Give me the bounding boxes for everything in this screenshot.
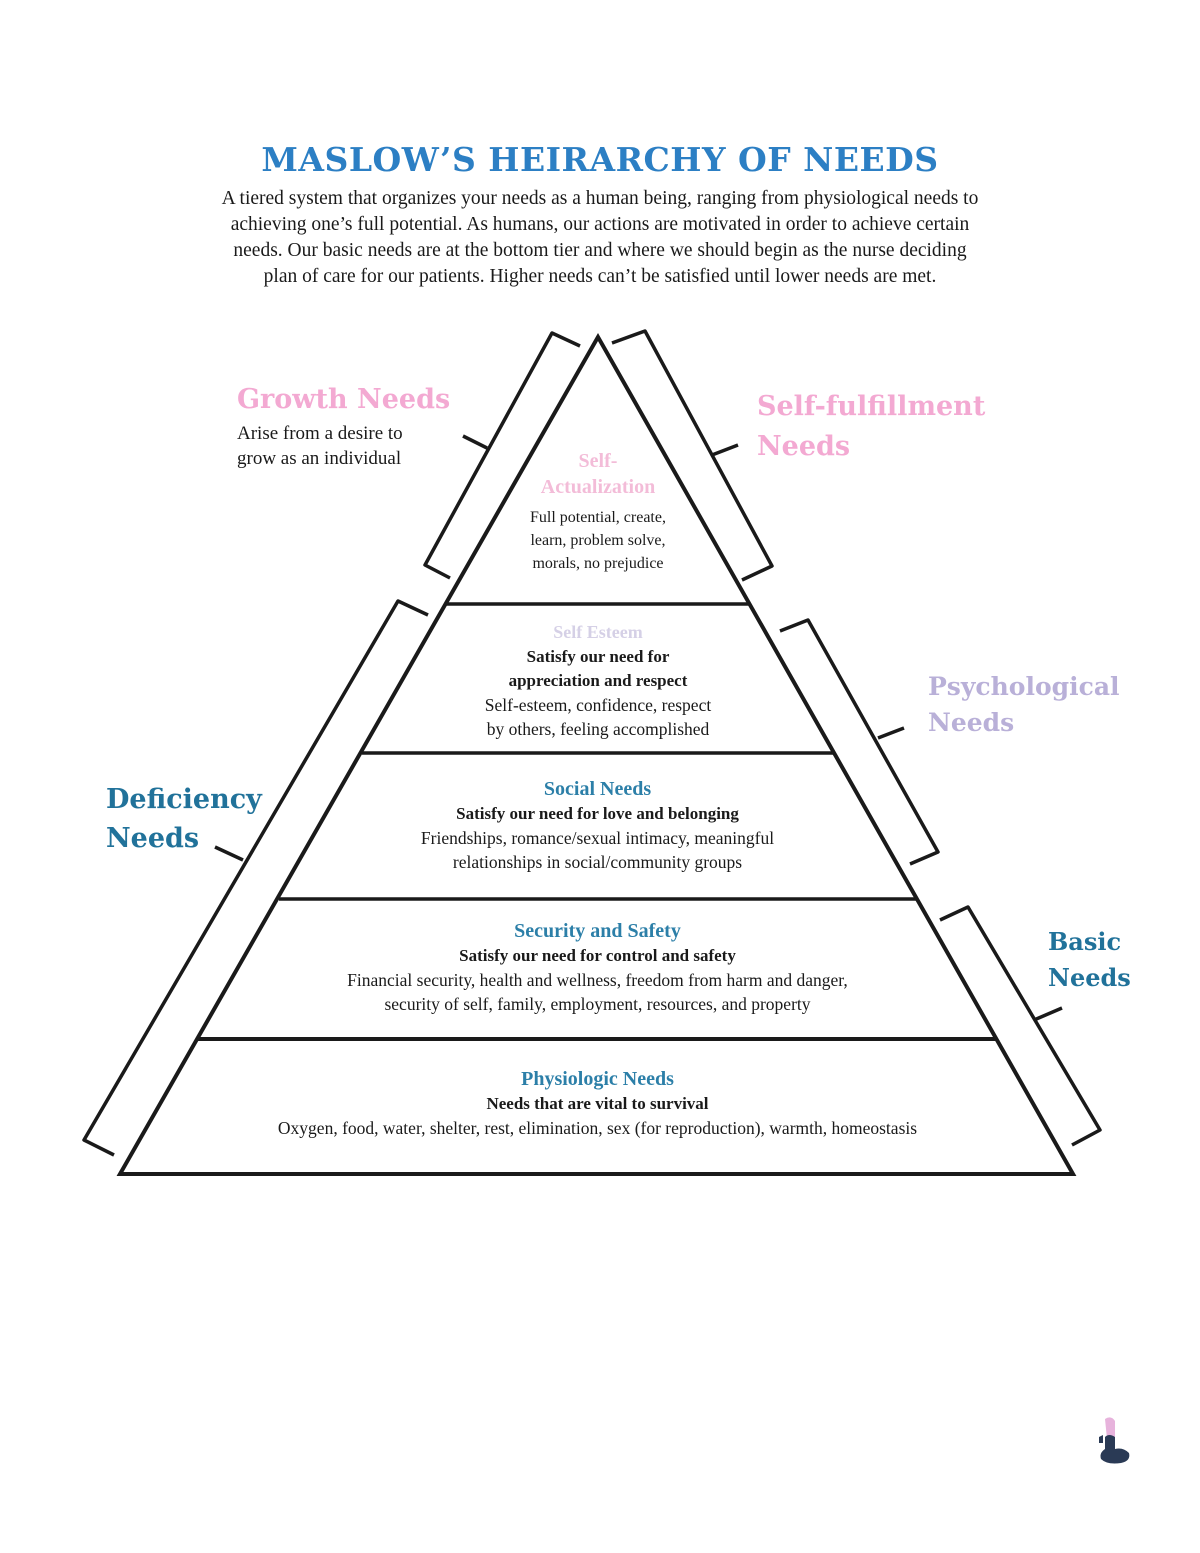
tier-name: Social Needs <box>543 778 652 800</box>
basic-line: Needs <box>1048 963 1131 992</box>
tier-security-safety: Security and Safety Satisfy our need for… <box>255 918 940 1016</box>
tier-self-actualization: Self- Actualization Full potential, crea… <box>478 448 718 575</box>
growth-needs-label: Growth Needs <box>237 384 451 415</box>
tier-subtitle: Needs that are vital to survival <box>486 1094 709 1113</box>
tier-subtitle-line: Satisfy our need for <box>526 647 670 666</box>
tier-name-line: Self- <box>578 450 618 472</box>
deficiency-line: Deficiency <box>106 784 262 815</box>
studocu-logo-icon <box>1099 1417 1130 1464</box>
tier-name-line: Actualization <box>540 476 656 498</box>
psychological-line: Psychological <box>928 672 1120 701</box>
growth-desc-line: Arise from a desire to <box>237 423 403 444</box>
tier-desc-line: learn, problem solve, <box>530 532 666 549</box>
tier-desc-line: morals, no prejudice <box>532 555 664 572</box>
tier-subtitle-line: appreciation and respect <box>508 671 688 690</box>
self-fulfillment-line: Self-fulfillment <box>757 391 986 422</box>
self-fulfillment-label: Self-fulfillment Needs <box>757 387 985 467</box>
basic-line: Basic <box>1048 927 1122 956</box>
basic-needs-bracket <box>939 905 1102 1147</box>
tier-desc-line: Self-esteem, confidence, respect <box>484 695 712 715</box>
growth-needs-description: Arise from a desire to grow as an indivi… <box>237 421 403 471</box>
tier-name: Physiologic Needs <box>521 1068 674 1090</box>
tier-physiologic-needs: Physiologic Needs Needs that are vital t… <box>180 1066 1015 1140</box>
tier-desc-line: relationships in social/community groups <box>452 852 743 872</box>
tier-social-needs: Social Needs Satisfy our need for love a… <box>335 776 860 874</box>
psychological-line: Needs <box>928 708 1015 737</box>
intro-line: achieving one’s full potential. As human… <box>230 214 970 235</box>
self-fulfillment-line: Needs <box>757 431 851 462</box>
intro-paragraph: A tiered system that organizes your need… <box>145 186 1055 290</box>
deficiency-line: Needs <box>106 823 200 854</box>
pyramid-outline <box>116 332 1077 1176</box>
growth-needs-bracket <box>423 331 581 580</box>
tier-name: Security and Safety <box>514 920 681 942</box>
tier-desc-line: Full potential, create, <box>530 509 666 526</box>
tier-desc-line: Financial security, health and wellness,… <box>347 970 848 990</box>
tier-subtitle: Satisfy our need for control and safety <box>459 946 736 965</box>
growth-desc-line: grow as an individual <box>237 448 402 469</box>
psychological-needs-label: Psychological Needs <box>928 669 1120 741</box>
tier-self-esteem: Self Esteem Satisfy our need for appreci… <box>418 619 778 741</box>
tier-desc-line: by others, feeling accomplished <box>486 719 710 739</box>
deficiency-needs-label: Deficiency Needs <box>106 780 262 858</box>
intro-line: plan of care for our patients. Higher ne… <box>263 266 937 287</box>
psychological-bracket <box>779 618 940 866</box>
self-fulfillment-bracket <box>611 329 774 582</box>
intro-line: needs. Our basic needs are at the bottom… <box>233 240 967 261</box>
page-title: MASLOW’S HEIRARCHY OF NEEDS <box>261 140 939 179</box>
basic-needs-label: Basic Needs <box>1048 924 1131 996</box>
tier-name: Self Esteem <box>553 622 643 642</box>
tier-desc-line: Friendships, romance/sexual intimacy, me… <box>420 828 775 848</box>
tier-desc: Oxygen, food, water, shelter, rest, elim… <box>277 1118 918 1138</box>
deficiency-needs-bracket <box>82 599 429 1157</box>
intro-line: A tiered system that organizes your need… <box>221 188 979 209</box>
tier-desc-line: security of self, family, employment, re… <box>384 994 811 1014</box>
tier-subtitle: Satisfy our need for love and belonging <box>456 804 739 823</box>
